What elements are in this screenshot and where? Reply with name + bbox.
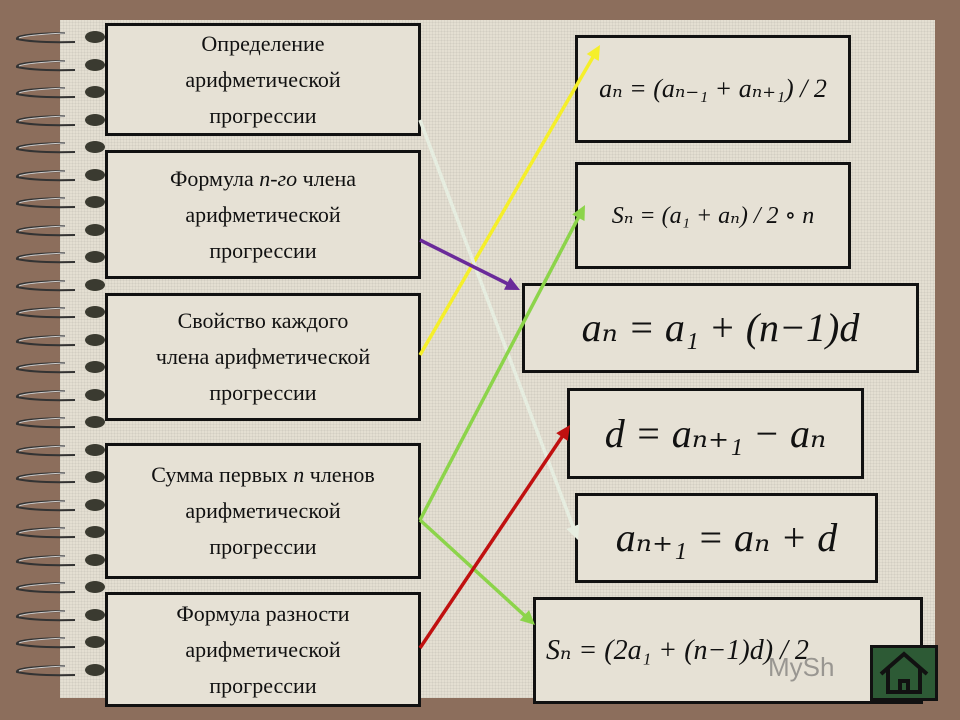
spiral-ring (16, 498, 105, 511)
formula-sum-1: Sₙ = (a₁ + aₙ) / 2 ∘ n (575, 162, 851, 269)
watermark: MySh (768, 652, 835, 682)
text: члена арифметической (155, 344, 371, 369)
arrow-purple (419, 238, 520, 290)
spiral-ring (16, 361, 105, 374)
formula-text: aₙ = a₁ + (n−1)d (581, 305, 860, 350)
text: прогрессии (209, 237, 317, 263)
spiral-ring (16, 388, 105, 401)
spiral-ring (16, 306, 105, 319)
text: членов (304, 462, 375, 487)
text: n-го (259, 165, 298, 191)
spiral-ring (16, 251, 105, 264)
text: Формула (169, 165, 260, 191)
spiral-ring (16, 443, 105, 456)
text: арифметической (185, 636, 341, 662)
formula-mean-property: aₙ = (aₙ₋₁ + aₙ₊₁) / 2 (575, 35, 851, 143)
arrow-yellow (418, 45, 600, 356)
text: арифметической (185, 66, 341, 92)
arrow-red (418, 425, 570, 649)
arrow-green (418, 518, 535, 625)
spiral-ring (16, 663, 105, 676)
formula-recurrence: aₙ₊₁ = aₙ + d (575, 493, 878, 583)
concept-difference: Формула разности арифметической прогрессии (105, 592, 421, 707)
text: Свойство каждого (177, 308, 349, 333)
text: прогрессии (209, 102, 317, 128)
spiral-ring (16, 141, 105, 154)
formula-text: aₙ₊₁ = aₙ + d (615, 515, 838, 560)
spiral-ring (16, 31, 105, 44)
formula-sum-2: Sₙ = (2a₁ + (n−1)d) / 2 (533, 597, 923, 704)
home-button[interactable] (870, 645, 938, 701)
text: арифметической (185, 498, 341, 523)
formula-text: Sₙ = (a₁ + aₙ) / 2 ∘ n (611, 202, 815, 229)
spiral-ring (16, 223, 105, 236)
spiral-ring (16, 608, 105, 621)
spiral-ring (16, 86, 105, 99)
text: члена (297, 165, 357, 191)
text: Определение (201, 30, 325, 56)
spiral-ring (16, 553, 105, 566)
formula-text: Sₙ = (2a₁ + (n−1)d) / 2 (546, 634, 809, 666)
formula-text: aₙ = (aₙ₋₁ + aₙ₊₁) / 2 (599, 74, 827, 103)
spiral-ring (16, 581, 105, 594)
spiral-ring (16, 636, 105, 649)
formula-nth-term: aₙ = a₁ + (n−1)d (522, 283, 919, 373)
text: Сумма первых (151, 462, 294, 487)
text: прогрессии (209, 380, 317, 405)
spiral-ring (16, 526, 105, 539)
arrow-green (418, 205, 585, 521)
formula-difference: d = aₙ₊₁ − aₙ (567, 388, 864, 479)
spiral-ring (16, 168, 105, 181)
spiral-ring (16, 196, 105, 209)
spiral-ring (16, 333, 105, 346)
text: прогрессии (209, 534, 317, 559)
spiral-ring (16, 113, 105, 126)
home-icon (879, 651, 929, 694)
spiral-ring (16, 58, 105, 71)
concept-nth-term: Формула n-го члена арифметической прогресс… (105, 150, 421, 279)
concept-sum: Сумма первых n членов арифметической прогр… (105, 443, 421, 579)
spiral-ring (16, 471, 105, 484)
text: n (293, 462, 305, 487)
text: прогрессии (209, 672, 317, 698)
spiral-ring (16, 278, 105, 291)
text: Формула разности (176, 600, 350, 626)
formula-text: d = aₙ₊₁ − aₙ (604, 410, 827, 456)
concept-property: Свойство каждого члена арифметической прог… (105, 293, 421, 421)
concept-definition: Определение арифметической прогрессии (105, 23, 421, 136)
spiral-ring (16, 416, 105, 429)
arrow-white (418, 119, 580, 540)
text: арифметической (185, 201, 341, 227)
